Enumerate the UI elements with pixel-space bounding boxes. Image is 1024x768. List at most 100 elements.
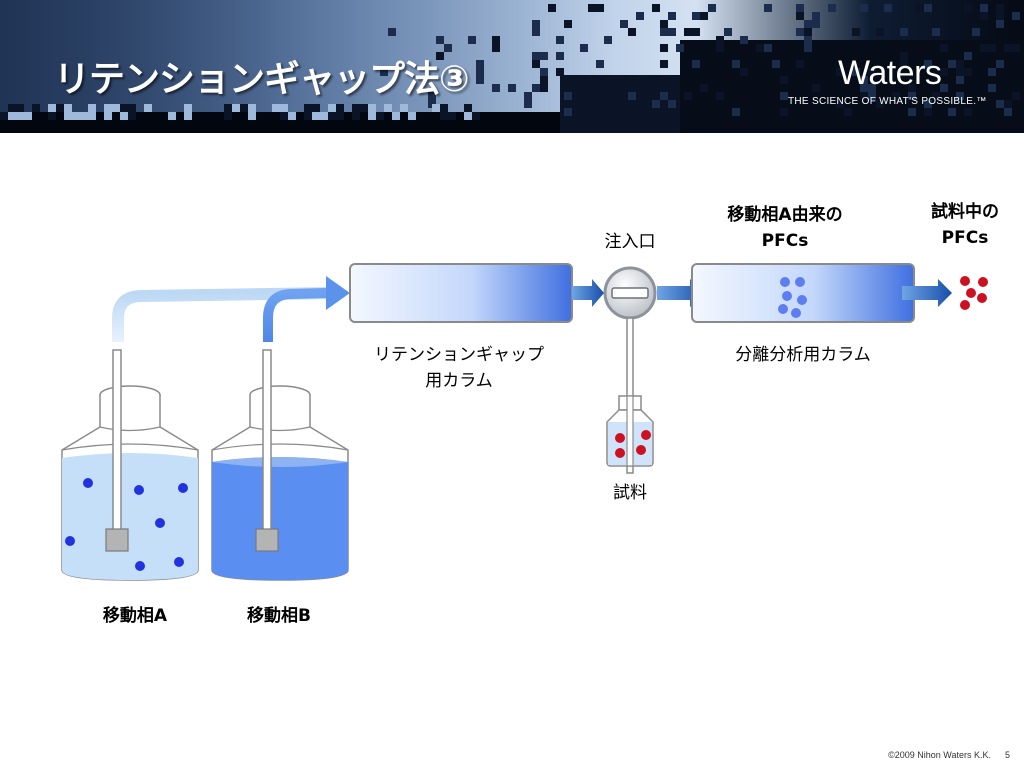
header-pixel (1004, 44, 1012, 52)
header-pixel (104, 104, 112, 112)
mobile-phase-b-label: 移動相B (247, 606, 311, 626)
bottle-mobile-phase-a (61, 349, 199, 581)
header-pixel (272, 104, 280, 112)
header-pixel (660, 44, 668, 52)
waters-logo: Waters (838, 54, 942, 92)
header-pixel (224, 112, 232, 120)
header-pixel (780, 92, 788, 100)
header-pixel (908, 92, 916, 100)
header-pixel (80, 112, 88, 120)
header-pixel (860, 92, 868, 100)
header-pixel (692, 28, 700, 36)
header-pixel (492, 36, 500, 44)
header-pixel (368, 112, 376, 120)
header-pixel (716, 44, 724, 52)
header-pixel (336, 104, 344, 112)
header-pixel (596, 4, 604, 12)
header-pixel (940, 84, 948, 92)
header-pixel (620, 20, 628, 28)
header-pixel (32, 104, 40, 112)
header-pixel (724, 28, 732, 36)
header-pixel (232, 104, 240, 112)
page-number: 5 (1004, 750, 1010, 760)
header-pixel (732, 60, 740, 68)
header-pixel (684, 28, 692, 36)
header-pixel (248, 112, 256, 120)
header-pixel (440, 112, 448, 120)
header-pixel (120, 112, 128, 120)
retention-gap-column-label-line1: リテンションギャップ (374, 345, 544, 365)
header-pixel (852, 28, 860, 36)
header-pixel (956, 76, 964, 84)
header-pixel (956, 92, 964, 100)
header-pixel (380, 68, 388, 76)
header-pixel (360, 104, 368, 112)
header-pixel (368, 104, 376, 112)
brand-tagline: THE SCIENCE OF WHAT'S POSSIBLE.™ (788, 96, 987, 107)
header-pixel (128, 104, 136, 112)
header-pixel (524, 92, 532, 100)
header-pixel (892, 92, 900, 100)
header-pixel (72, 112, 80, 120)
header-pixel (564, 108, 572, 116)
header-pixel (804, 28, 812, 36)
header-pixel (280, 112, 288, 120)
header-pixel (964, 4, 972, 12)
header-pixel (668, 100, 676, 108)
header-pixel (628, 28, 636, 36)
header-pixel (384, 104, 392, 112)
header-pixel (1012, 92, 1020, 100)
header-pixel (836, 100, 844, 108)
header-pixel (388, 28, 396, 36)
header-pixel (556, 68, 564, 76)
pfcs-in-sample-eluted (960, 276, 988, 310)
header-pixel (392, 112, 400, 120)
copyright-text: ©2009 Nihon Waters K.K. (888, 750, 991, 760)
header-pixel (628, 92, 636, 100)
header-pixel (328, 112, 336, 120)
header-pixel (48, 112, 56, 120)
sample-label: 試料 (613, 483, 647, 503)
header-pixel (996, 20, 1004, 28)
mobile-phase-a-label: 移動相A (102, 606, 168, 626)
header-pixel (988, 84, 996, 92)
flow-tube-b (263, 288, 327, 342)
header-pixel (1012, 44, 1020, 52)
header-pixel (320, 112, 328, 120)
header-pixel (224, 104, 232, 112)
header-pixel (716, 92, 724, 100)
header-pixel (304, 104, 312, 112)
header-pixel (988, 68, 996, 76)
header-pixel (900, 28, 908, 36)
separation-column-label: 分離分析用カラム (735, 345, 871, 365)
header-pixel (476, 76, 484, 84)
header-pixel (908, 108, 916, 116)
header-pixel (240, 104, 248, 112)
header-pixel (492, 44, 500, 52)
header-pixel (876, 100, 884, 108)
header-pixel (700, 84, 708, 92)
header-pixel (540, 76, 548, 84)
header-pixel (620, 92, 628, 100)
header-pixel (780, 108, 788, 116)
header-pixel (700, 12, 708, 20)
header-banner: リテンションギャップ法③ Waters THE SCIENCE OF WHAT'… (0, 0, 1024, 133)
header-pixel (916, 4, 924, 12)
header-pixel (692, 12, 700, 20)
header-pixel (940, 44, 948, 52)
header-pixel (64, 112, 72, 120)
header-pixel (876, 28, 884, 36)
header-pixel (144, 104, 152, 112)
header-pixel (288, 112, 296, 120)
injection-port-label: 注入口 (604, 232, 656, 252)
pfcs-from-a-label: 移動相A由来の PFCs (690, 202, 880, 254)
header-pixel (868, 68, 876, 76)
header-pixel (16, 112, 24, 120)
header-pixel (16, 104, 24, 112)
header-pixel (996, 100, 1004, 108)
header-pixel (660, 28, 668, 36)
header-pixel (956, 60, 964, 68)
header-pixel (708, 4, 716, 12)
header-pixel (464, 104, 472, 112)
header-pixel (0, 112, 8, 120)
